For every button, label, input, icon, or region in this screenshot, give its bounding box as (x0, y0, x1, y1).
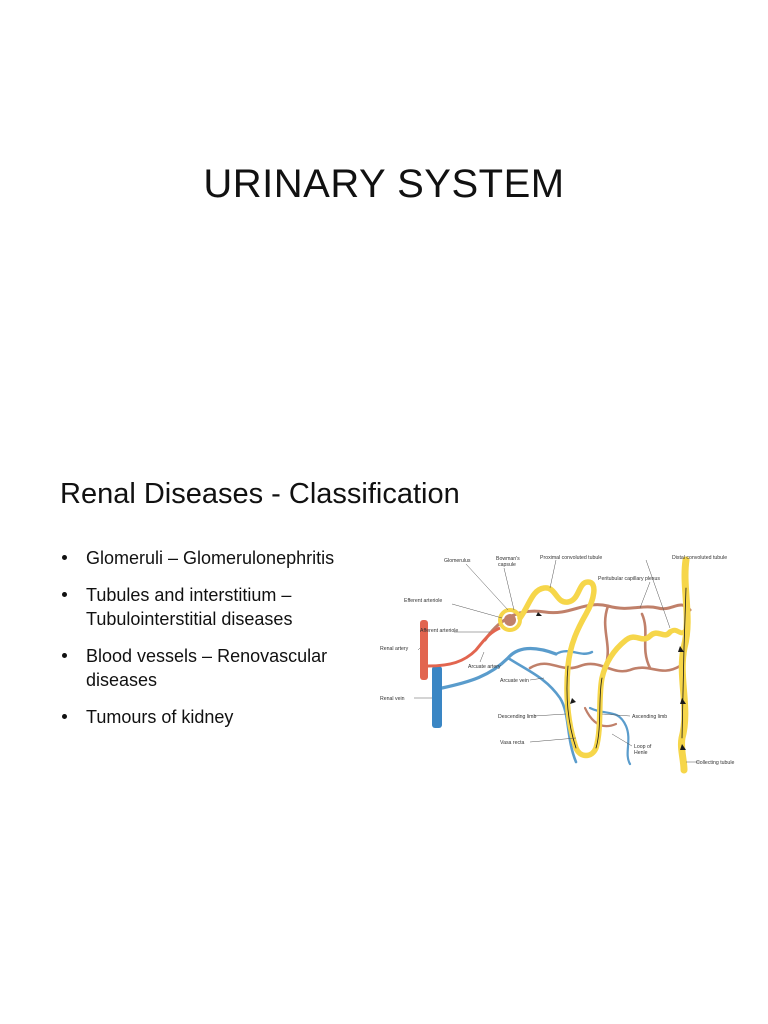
label-descending-limb: Descending limb (498, 714, 536, 720)
label-peritubular: Peritubular capillary plexus (598, 576, 660, 582)
label-efferent: Efferent arteriole (404, 598, 442, 604)
nephron-illustration: Glomerulus Bowman's capsule Proximal con… (380, 555, 734, 774)
label-arcuate-artery: Arcuate artery (468, 664, 501, 670)
bullet-text: Tubules and interstitium –Tubulointersti… (86, 585, 293, 629)
label-loop-1: Loop of (634, 744, 652, 750)
bullet-dot (62, 555, 67, 560)
label-bowmans-capsule-1: Bowman's (496, 556, 520, 562)
bullet-dot (62, 653, 67, 658)
nephron-diagram: Glomerulus Bowman's capsule Proximal con… (380, 548, 760, 774)
glomerulus-shape (504, 614, 516, 626)
label-leader-lines (414, 559, 700, 763)
renal-tubule (517, 556, 691, 774)
label-distal-tubule: Distal convoluted tubule (672, 555, 727, 561)
venous-network (440, 646, 632, 766)
bullet-text: Glomeruli – Glomerulonephritis (86, 548, 335, 568)
flow-arrows (536, 612, 686, 750)
label-afferent: Afferent arteriole (420, 628, 458, 634)
label-ascending-limb: Ascending limb (632, 714, 667, 720)
label-vasa-recta: Vasa recta (500, 740, 525, 746)
label-renal-artery: Renal artery (380, 646, 409, 652)
renal-artery-vessel (420, 620, 428, 680)
bullet-item: Tubules and interstitium –Tubulointersti… (62, 583, 392, 631)
renal-vein-vessel (432, 666, 442, 728)
label-proximal-tubule: Proximal convoluted tubule (540, 555, 602, 561)
label-bowmans-capsule-2: capsule (498, 562, 516, 568)
peritubular-capillaries (483, 603, 692, 728)
bullet-item: Tumours of kidney (62, 705, 392, 729)
section-heading: Renal Diseases - Classification (60, 478, 460, 510)
label-glomerulus: Glomerulus (444, 558, 471, 564)
slide-title: URINARY SYSTEM (203, 162, 565, 206)
bullet-item: Glomeruli – Glomerulonephritis (62, 546, 392, 570)
bullet-list: Glomeruli – Glomerulonephritis Tubules a… (62, 546, 392, 742)
label-collecting-tubule: Collecting tubule (696, 760, 734, 766)
label-renal-vein: Renal vein (380, 696, 405, 702)
label-arcuate-vein: Arcuate vein (500, 678, 529, 684)
bullet-dot (62, 592, 67, 597)
bullet-text: Tumours of kidney (86, 707, 234, 727)
bullet-dot (62, 714, 67, 719)
label-loop-2: Henle (634, 750, 648, 756)
